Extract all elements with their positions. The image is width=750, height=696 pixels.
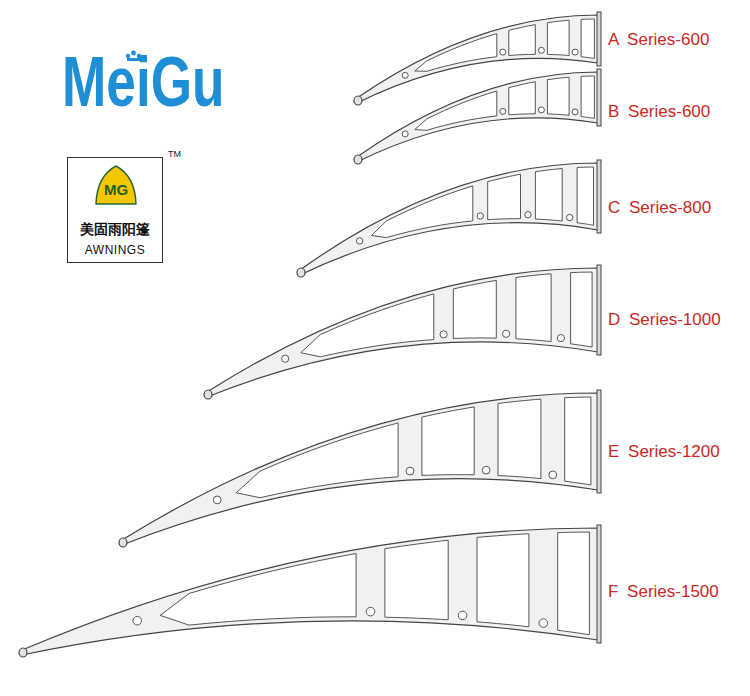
- mounting-hole: [557, 335, 564, 342]
- mounting-hole: [402, 72, 408, 78]
- mounting-hole: [282, 355, 289, 362]
- emblem-box: 美固雨阳篷 AWNINGS MG: [67, 157, 163, 263]
- bracket-opening: [565, 397, 591, 485]
- bracket-opening: [160, 554, 356, 626]
- mounting-hole: [482, 466, 490, 474]
- mounting-hole: [440, 331, 447, 338]
- bracket-opening: [498, 399, 541, 479]
- bracket-opening: [488, 174, 521, 220]
- wall-plate: [597, 525, 601, 643]
- emblem-bell: MG: [94, 164, 138, 206]
- bracket-group: [19, 12, 601, 657]
- bracket-opening: [477, 534, 529, 627]
- tip-knob: [297, 268, 305, 277]
- bracket-opening: [577, 167, 593, 225]
- tip-knob: [119, 538, 127, 547]
- bracket-arm: [207, 268, 598, 397]
- series-label: A Series-600: [608, 30, 709, 50]
- bracket-opening: [415, 91, 497, 130]
- brand-logo: MeiGu: [62, 47, 225, 117]
- bracket-opening: [558, 532, 590, 635]
- mounting-hole: [572, 49, 578, 55]
- bracket-arm: [22, 528, 598, 655]
- bracket-opening: [385, 540, 448, 620]
- bracket-arm: [122, 393, 598, 545]
- bracket-opening: [581, 76, 594, 118]
- bracket-opening: [453, 280, 496, 338]
- bracket-opening: [535, 169, 562, 222]
- mounting-hole: [402, 131, 408, 137]
- trademark-mark: TM: [168, 150, 181, 159]
- mounting-hole: [500, 49, 506, 55]
- wall-plate: [597, 69, 601, 126]
- bracket-opening: [571, 272, 593, 347]
- mounting-hole: [539, 619, 548, 628]
- mounting-hole: [213, 496, 221, 504]
- mounting-hole: [567, 214, 573, 220]
- mounting-hole: [538, 47, 544, 53]
- series-label: F Series-1500: [608, 582, 719, 602]
- mounting-hole: [356, 238, 362, 244]
- tip-knob: [19, 648, 27, 657]
- bracket-arm: [300, 163, 598, 275]
- series-label: B Series-600: [608, 102, 710, 122]
- mounting-hole: [500, 108, 506, 114]
- mounting-hole: [133, 616, 142, 625]
- wall-plate: [597, 390, 601, 493]
- mounting-hole: [572, 109, 578, 115]
- series-label: E Series-1200: [608, 442, 720, 462]
- wall-plate: [597, 265, 601, 355]
- tip-knob: [204, 390, 212, 399]
- bracket-opening: [415, 34, 497, 72]
- bracket-opening: [372, 186, 473, 238]
- emblem-word: AWNINGS: [68, 243, 162, 257]
- bracket-opening: [581, 19, 594, 58]
- bracket-opening: [236, 423, 398, 498]
- emblem-chinese-name: 美固雨阳篷: [68, 221, 162, 238]
- bracket-opening: [301, 294, 434, 357]
- tip-knob: [354, 96, 362, 105]
- mounting-hole: [406, 467, 414, 475]
- wall-plate: [597, 160, 601, 233]
- mounting-hole: [477, 213, 483, 219]
- mounting-hole: [549, 471, 557, 479]
- mounting-hole: [525, 212, 531, 218]
- bracket-opening: [509, 25, 536, 56]
- series-label: C Series-800: [608, 198, 711, 218]
- bracket-opening: [547, 20, 569, 55]
- mounting-hole: [503, 330, 510, 337]
- mounting-hole: [458, 611, 467, 620]
- wall-plate: [597, 12, 601, 66]
- bracket-arm: [357, 72, 598, 162]
- emblem-initials: MG: [94, 181, 138, 199]
- bracket-opening: [547, 77, 569, 115]
- bracket-opening: [422, 407, 474, 476]
- tip-knob: [354, 155, 362, 164]
- bracket-opening: [516, 274, 551, 342]
- bracket-opening: [509, 82, 536, 115]
- mounting-hole: [366, 607, 375, 616]
- mounting-hole: [538, 107, 544, 113]
- series-label: D Series-1000: [608, 310, 721, 330]
